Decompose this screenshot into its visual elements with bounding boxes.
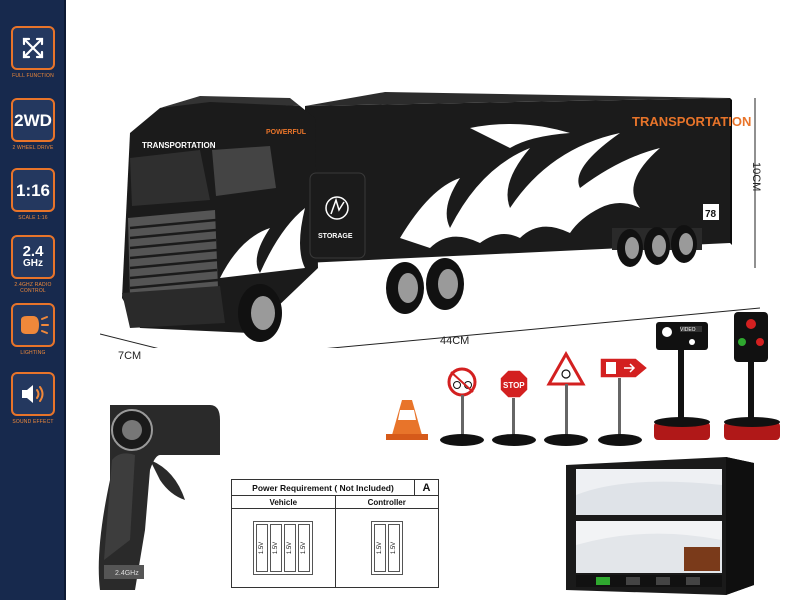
vehicle-column-header: Vehicle bbox=[269, 498, 298, 507]
feature-caption: LIGHTING bbox=[20, 350, 46, 356]
trailer-badge: 78 bbox=[705, 209, 717, 220]
speaker-icon bbox=[11, 372, 55, 416]
trailer: TRANSPORTATION 78 bbox=[305, 92, 751, 267]
drive-badge-text: 2WD bbox=[14, 110, 52, 130]
direction-sign-icon bbox=[598, 357, 650, 446]
headlight-icon bbox=[11, 303, 55, 347]
roundabout-sign-icon bbox=[544, 350, 588, 446]
feature-caption: SOUND EFFECT bbox=[12, 419, 54, 425]
drive-badge: 2WD bbox=[11, 98, 55, 142]
remote-controller: 2.4GHz bbox=[98, 405, 220, 590]
battery-icon: 1.5V bbox=[373, 524, 386, 572]
vehicle-battery-cell: 1.5V 1.5V 1.5V 1.5V bbox=[232, 509, 335, 587]
road-signs: STOP VIDEO bbox=[386, 312, 780, 446]
feature-caption: FULL FUNCTION bbox=[12, 73, 54, 79]
stop-sign-text: STOP bbox=[503, 381, 525, 390]
height-dimension: 10CM bbox=[750, 162, 762, 192]
battery-voltage: 1.5V bbox=[390, 541, 397, 555]
retail-package bbox=[566, 457, 754, 595]
dimension-lines bbox=[100, 98, 760, 348]
trailer-brand: TRANSPORTATION bbox=[632, 114, 751, 129]
feature-2wd: 2WD 2 WHEEL DRIVE bbox=[8, 98, 58, 151]
scale-badge-text: 1:16 bbox=[15, 180, 51, 200]
power-table-header: Power Requirement ( Not Included) A bbox=[232, 480, 438, 496]
battery-voltage: 1.5V bbox=[287, 541, 294, 555]
feature-radio: 2.4 GHz 2.4GHz Radio Control bbox=[8, 235, 58, 294]
battery-icon: 1.5V bbox=[298, 524, 311, 572]
feature-sidebar: FULL FUNCTION 2WD 2 WHEEL DRIVE 1:16 Sca… bbox=[0, 0, 66, 600]
controller-battery-group: 1.5V 1.5V bbox=[370, 521, 403, 575]
storage-label: STORAGE bbox=[318, 233, 353, 240]
battery-icon: 1.5V bbox=[270, 524, 283, 572]
cab-tag: POWERFUL bbox=[266, 129, 307, 136]
feature-sound: SOUND EFFECT bbox=[8, 372, 58, 425]
truck-illustration: TRANSPORTATION 78 bbox=[100, 92, 760, 348]
battery-voltage: 1.5V bbox=[376, 541, 383, 555]
traffic-light-icon bbox=[724, 312, 780, 440]
truck-grille bbox=[128, 210, 219, 298]
scale-badge: 1:16 bbox=[11, 168, 55, 212]
controller-label: 2.4GHz bbox=[115, 570, 139, 577]
feature-lighting: LIGHTING bbox=[8, 303, 58, 356]
feature-full-function: FULL FUNCTION bbox=[8, 26, 58, 79]
radio-badge-subtext: GHz bbox=[22, 258, 43, 269]
radio-badge: 2.4 GHz bbox=[11, 235, 55, 279]
stop-sign-icon: STOP bbox=[492, 369, 536, 446]
power-requirement-table: Power Requirement ( Not Included) A Vehi… bbox=[231, 479, 439, 588]
video-light-post-icon: VIDEO bbox=[654, 322, 710, 440]
truck-cab: TRANSPORTATION POWERFUL STORAGE bbox=[122, 96, 464, 342]
power-table-code: A bbox=[414, 480, 438, 495]
battery-voltage: 1.5V bbox=[259, 541, 266, 555]
power-table-columns: Vehicle Controller bbox=[232, 496, 438, 509]
controller-battery-cell: 1.5V 1.5V bbox=[334, 509, 439, 587]
battery-row: 1.5V 1.5V 1.5V 1.5V 1.5V 1.5V bbox=[232, 509, 438, 587]
battery-icon: 1.5V bbox=[256, 524, 269, 572]
traffic-cone-icon bbox=[386, 400, 428, 440]
cross-arrows-icon bbox=[11, 26, 55, 70]
power-table-title: Power Requirement ( Not Included) bbox=[252, 482, 394, 493]
feature-scale: 1:16 Scale 1:16 bbox=[8, 168, 58, 221]
feature-caption: 2 WHEEL DRIVE bbox=[12, 145, 54, 151]
vehicle-battery-group: 1.5V 1.5V 1.5V 1.5V bbox=[253, 521, 314, 575]
controller-column-header: Controller bbox=[334, 496, 439, 508]
radio-badge-text: 2.4 bbox=[22, 243, 44, 260]
feature-caption: 2.4GHz Radio Control bbox=[14, 282, 52, 294]
battery-icon: 1.5V bbox=[284, 524, 297, 572]
feature-caption: Scale 1:16 bbox=[18, 215, 48, 221]
width-dimension: 7CM bbox=[118, 350, 142, 362]
battery-voltage: 1.5V bbox=[273, 541, 280, 555]
bicycle-sign-icon bbox=[440, 367, 484, 446]
video-box-label: VIDEO bbox=[680, 327, 696, 333]
cab-brand: TRANSPORTATION bbox=[142, 141, 216, 150]
length-dimension: 44CM bbox=[440, 335, 470, 347]
battery-icon: 1.5V bbox=[387, 524, 400, 572]
battery-voltage: 1.5V bbox=[301, 541, 308, 555]
